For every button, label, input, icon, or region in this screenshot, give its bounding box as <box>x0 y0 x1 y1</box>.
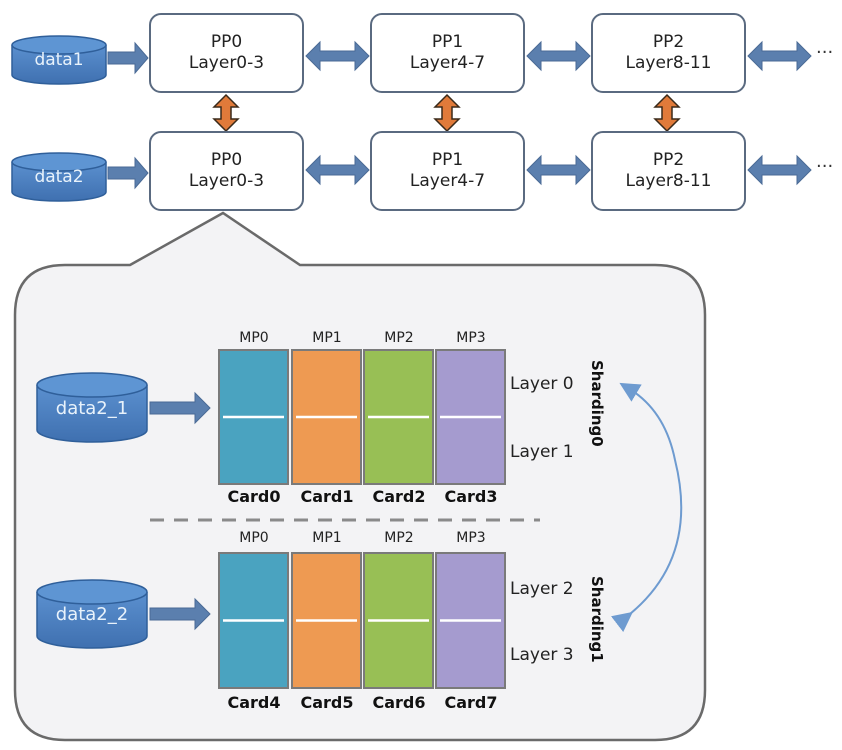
arrow-pp0-vertical <box>212 93 240 133</box>
continuation-row1: ··· <box>816 42 834 63</box>
continuation-row2: ··· <box>816 156 834 177</box>
pp0-box-row1: PP0 Layer0-3 <box>149 13 304 93</box>
pp2-box-row1: PP2 Layer8-11 <box>591 13 746 93</box>
data2-2-cylinder <box>36 579 148 649</box>
card-label: Card1 <box>300 487 354 506</box>
pp-layers: Layer8-11 <box>625 171 712 191</box>
pp-layers: Layer4-7 <box>409 53 486 73</box>
pp-name: PP0 <box>210 31 243 52</box>
arrow-data2-2-to-cards <box>149 597 211 631</box>
data1-label: data1 <box>34 50 84 70</box>
data2-1-cylinder <box>36 372 148 443</box>
layer-label: Layer 0 <box>510 374 574 394</box>
arrow-pp1-pp2-row2 <box>526 154 591 186</box>
pp-layers: Layer0-3 <box>188 53 265 73</box>
data2-cylinder <box>11 152 107 202</box>
mp-label: MP3 <box>456 530 486 546</box>
pp-name: PP1 <box>431 31 464 52</box>
data2-label: data2 <box>34 167 84 187</box>
arrow-data2-1-to-cards <box>149 391 211 425</box>
pp-layers: Layer0-3 <box>188 171 265 191</box>
mp-label: MP0 <box>239 330 269 346</box>
mp-label: MP2 <box>384 330 414 346</box>
pp1-box-row2: PP1 Layer4-7 <box>370 131 525 211</box>
card-label: Card0 <box>227 487 281 506</box>
pp0-box-row2: PP0 Layer0-3 <box>149 131 304 211</box>
card-label: Card3 <box>444 487 498 506</box>
arrow-pp2-next-row2 <box>747 154 812 186</box>
pp-name: PP0 <box>210 149 243 170</box>
sharding1-label: Sharding1 <box>588 576 606 663</box>
arrow-pp2-next-row1 <box>747 40 812 72</box>
data2-2-label: data2_2 <box>55 604 129 625</box>
card-label: Card4 <box>227 693 281 712</box>
data2-1-label: data2_1 <box>55 398 129 419</box>
layer-label: Layer 1 <box>510 442 574 462</box>
card-label: Card2 <box>372 487 426 506</box>
arrow-pp2-vertical <box>653 93 681 133</box>
pp-name: PP2 <box>652 31 685 52</box>
pp-name: PP1 <box>431 149 464 170</box>
data1-cylinder <box>11 35 107 85</box>
layer-label: Layer 2 <box>510 579 574 599</box>
pp-layers: Layer4-7 <box>409 171 486 191</box>
arrow-pp1-pp2-row1 <box>526 40 591 72</box>
arrow-pp0-pp1-row1 <box>305 40 370 72</box>
arrow-data2-to-pp0 <box>107 156 149 190</box>
pp2-box-row2: PP2 Layer8-11 <box>591 131 746 211</box>
card-grid-sharding0 <box>218 349 506 485</box>
card-grid-sharding1 <box>218 552 506 689</box>
pp-layers: Layer8-11 <box>625 53 712 73</box>
sharding-arrow <box>610 382 683 633</box>
card-label: Card7 <box>444 693 498 712</box>
card-label: Card5 <box>300 693 354 712</box>
card-label: Card6 <box>372 693 426 712</box>
mp-label: MP0 <box>239 530 269 546</box>
mp-label: MP1 <box>312 330 342 346</box>
arrow-pp0-pp1-row2 <box>305 154 370 186</box>
arrow-pp1-vertical <box>433 93 461 133</box>
pp1-box-row1: PP1 Layer4-7 <box>370 13 525 93</box>
mp-label: MP1 <box>312 530 342 546</box>
arrow-data1-to-pp0 <box>107 41 149 75</box>
pp-name: PP2 <box>652 149 685 170</box>
sharding0-label: Sharding0 <box>588 360 606 447</box>
layer-label: Layer 3 <box>510 645 574 665</box>
mp-label: MP2 <box>384 530 414 546</box>
mp-label: MP3 <box>456 330 486 346</box>
